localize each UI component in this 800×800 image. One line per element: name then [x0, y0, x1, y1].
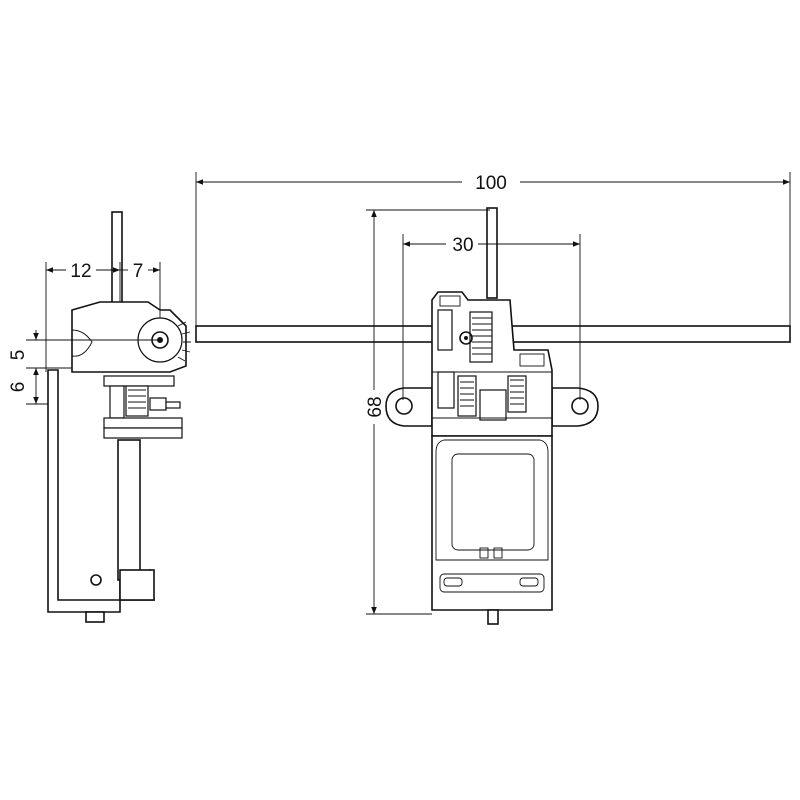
dim-height: 68	[365, 209, 490, 615]
label-100: 100	[475, 173, 507, 194]
side-base-plate	[47, 369, 121, 613]
mount-tab-right	[551, 387, 599, 427]
dim-mount-spacing: 30	[402, 234, 581, 400]
label-6: 6	[8, 382, 29, 393]
dim-side-vertical: 5 6	[8, 330, 160, 405]
label-5: 5	[8, 350, 29, 361]
side-gear-stack	[103, 375, 183, 439]
internal-gears	[432, 309, 552, 421]
label-30: 30	[452, 235, 473, 256]
label-12: 12	[70, 261, 91, 282]
front-view: 100 30 68	[195, 172, 791, 625]
top-shaft	[486, 207, 498, 299]
label-7: 7	[133, 261, 144, 282]
motor	[431, 435, 553, 625]
side-view: 12 7 5 6	[8, 211, 191, 623]
label-68: 68	[365, 396, 386, 417]
dim-overall-width: 100	[195, 172, 791, 326]
side-motor	[85, 439, 155, 623]
side-top-shaft	[111, 211, 123, 309]
mount-tab-left	[385, 387, 433, 427]
dim-side-horizontal: 12 7	[45, 261, 161, 372]
